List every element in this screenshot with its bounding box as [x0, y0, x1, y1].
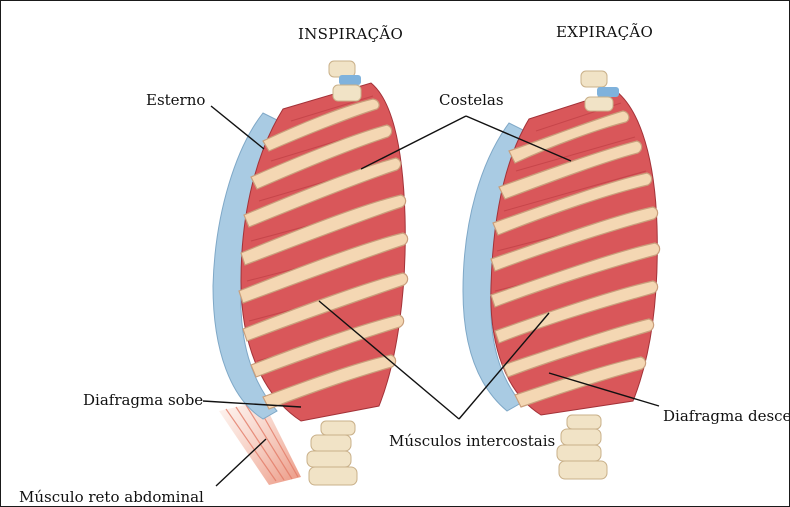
ribcage-expiration: [463, 71, 660, 479]
title-inspiration: INSPIRAÇÃO: [298, 25, 403, 43]
label-sternum: Esterno: [146, 91, 205, 109]
label-diaphragm-down: Diafragma desce: [663, 407, 790, 425]
ribcage-inspiration: [213, 61, 408, 485]
title-expiration: EXPIRAÇÃO: [556, 23, 653, 41]
label-diaphragm-up: Diafragma sobe: [83, 391, 203, 409]
label-rectus-abdominis: Músculo reto abdominal: [19, 488, 204, 506]
label-intercostal-muscles: Músculos intercostais: [389, 432, 555, 450]
label-ribs: Costelas: [439, 91, 504, 109]
